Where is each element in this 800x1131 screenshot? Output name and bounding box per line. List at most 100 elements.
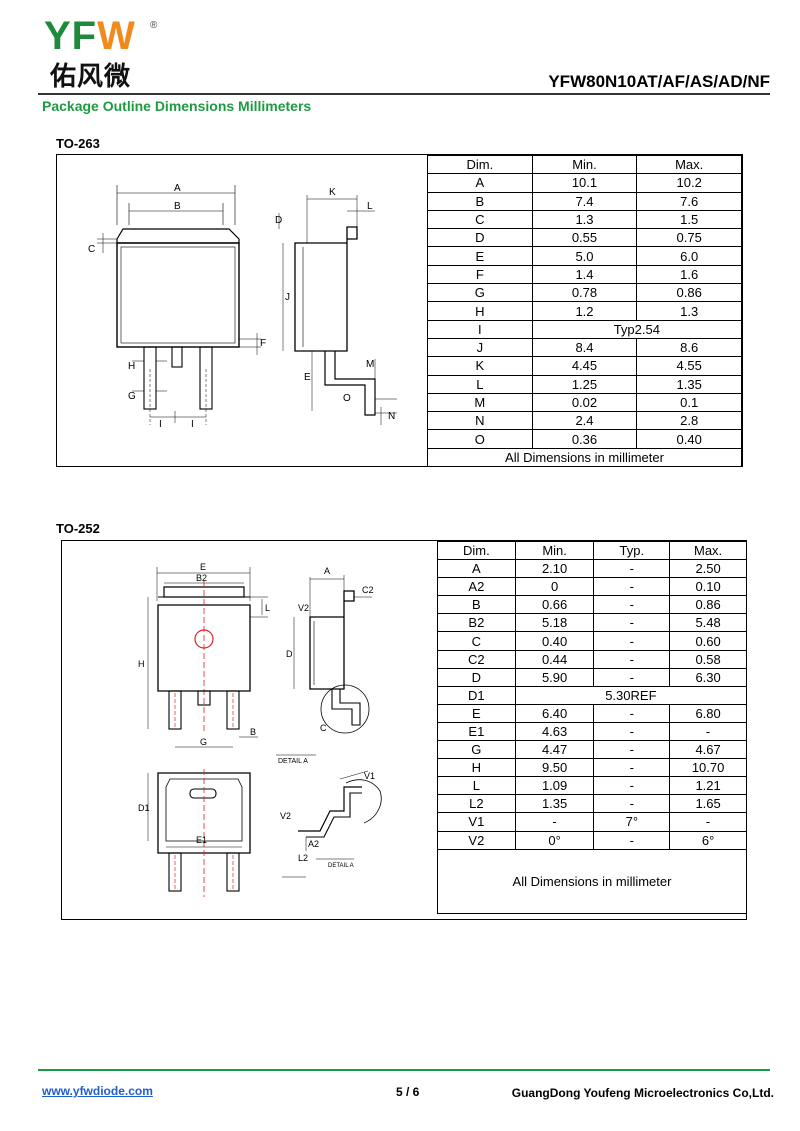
dim-cell: K bbox=[427, 356, 533, 376]
to263-header-cell: Dim. bbox=[427, 154, 533, 175]
value-cell: 5.48 bbox=[669, 613, 747, 633]
to252-detail-a bbox=[282, 770, 382, 878]
dim-cell: F bbox=[427, 264, 533, 285]
to263-header-cell: Max. bbox=[636, 154, 742, 175]
value-cell: 1.25 bbox=[531, 374, 638, 394]
to263-label-i-1: I bbox=[159, 419, 162, 430]
value-cell: 0.40 bbox=[636, 429, 742, 449]
to252-label-d: D bbox=[286, 649, 293, 659]
dim-cell: E1 bbox=[437, 721, 516, 742]
part-number: YFW80N10AT/AF/AS/AD/NF bbox=[548, 72, 770, 91]
footer-divider bbox=[38, 1069, 770, 1071]
dim-cell: G bbox=[437, 740, 516, 760]
to263-label-e: E bbox=[304, 372, 311, 383]
to263-footer-note: All Dimensions in millimeter bbox=[427, 447, 742, 467]
dim-cell: L bbox=[437, 776, 516, 796]
dim-cell: D bbox=[437, 667, 516, 687]
to263-label-g: G bbox=[128, 391, 136, 402]
dim-cell: E bbox=[437, 703, 516, 723]
to252-label-v2-detail: V2 bbox=[280, 811, 291, 821]
dim-cell: D bbox=[427, 228, 533, 248]
to263-label-h: H bbox=[128, 361, 135, 372]
dim-cell: C bbox=[437, 631, 516, 651]
value-cell: 0.55 bbox=[531, 228, 638, 248]
registered-mark: ® bbox=[150, 20, 158, 31]
to263-front-view bbox=[97, 185, 280, 425]
value-cell: 1.09 bbox=[514, 776, 595, 796]
value-cell: - bbox=[514, 812, 595, 832]
dim-cell: C2 bbox=[437, 649, 516, 669]
to252-drawing: E B2 L H G B A C2 V2 D C DETAIL A D1 E1 … bbox=[138, 562, 382, 897]
value-cell: 0.02 bbox=[531, 392, 638, 413]
value-cell: 6.40 bbox=[514, 703, 595, 723]
dim-cell: L bbox=[427, 374, 533, 394]
value-cell: 0.10 bbox=[669, 577, 747, 597]
to252-front-view bbox=[147, 567, 268, 748]
to263-label-c: C bbox=[88, 244, 95, 255]
to252-label-b: B bbox=[250, 727, 256, 737]
value-cell: 5.30REF bbox=[514, 685, 748, 705]
section-title: Package Outline Dimensions Millimeters bbox=[42, 98, 312, 114]
value-cell: - bbox=[593, 577, 671, 597]
value-cell: 6.30 bbox=[669, 667, 747, 687]
value-cell: 2.10 bbox=[514, 559, 595, 579]
value-cell: 4.45 bbox=[531, 356, 638, 376]
dim-cell: M bbox=[427, 392, 533, 413]
website-link[interactable]: www.yfwdiode.com bbox=[42, 1084, 153, 1098]
to252-header-cell: Typ. bbox=[593, 540, 671, 561]
to263-dim-labels: A B C D F H G I I K L J E M O N bbox=[88, 183, 395, 430]
dim-cell: A bbox=[427, 173, 533, 193]
to252-label-g: G bbox=[200, 737, 207, 747]
company-logo: YFW ® 佑风微 bbox=[44, 14, 158, 94]
value-cell: 2.4 bbox=[531, 411, 638, 431]
dim-cell: N bbox=[427, 411, 533, 431]
to252-label-h: H bbox=[138, 659, 145, 669]
to263-footer-row: All Dimensions in millimeter bbox=[427, 447, 742, 467]
value-cell: 7.6 bbox=[636, 191, 742, 211]
to252-header-row: Dim.Min.Typ.Max. bbox=[437, 540, 747, 561]
to252-label-d1: D1 bbox=[138, 803, 150, 813]
value-cell: 0° bbox=[514, 830, 595, 850]
company-name: GuangDong Youfeng Microelectronics Co,Lt… bbox=[511, 1086, 774, 1100]
to252-side-view bbox=[276, 575, 372, 756]
value-cell: 0.1 bbox=[636, 392, 742, 413]
value-cell: 8.6 bbox=[636, 337, 742, 358]
to252-label-c2: C2 bbox=[362, 585, 374, 595]
value-cell: 0.86 bbox=[669, 595, 747, 615]
dim-cell: G bbox=[427, 283, 533, 303]
value-cell: 8.4 bbox=[531, 337, 638, 358]
to252-label-b2: B2 bbox=[196, 573, 207, 583]
value-cell: 0.66 bbox=[514, 595, 595, 615]
value-cell: - bbox=[593, 649, 671, 669]
value-cell: 4.67 bbox=[669, 740, 747, 760]
value-cell: - bbox=[593, 613, 671, 633]
to252-label-detail-a-1: DETAIL A bbox=[278, 758, 308, 765]
to263-frame: A B C D F H G I I K L J E M O N Dim.Min.… bbox=[56, 154, 743, 467]
to263-label-d: D bbox=[275, 215, 282, 226]
value-cell: - bbox=[593, 721, 671, 742]
to252-dim-labels: E B2 L H G B A C2 V2 D C DETAIL A D1 E1 … bbox=[138, 562, 375, 869]
value-cell: 4.55 bbox=[636, 356, 742, 376]
dim-cell: O bbox=[427, 429, 533, 449]
value-cell: 7° bbox=[593, 812, 671, 832]
to252-frame: E B2 L H G B A C2 V2 D C DETAIL A D1 E1 … bbox=[61, 540, 748, 920]
dim-cell: D1 bbox=[437, 685, 516, 705]
value-cell: - bbox=[593, 758, 671, 778]
dim-cell: V2 bbox=[437, 830, 516, 850]
